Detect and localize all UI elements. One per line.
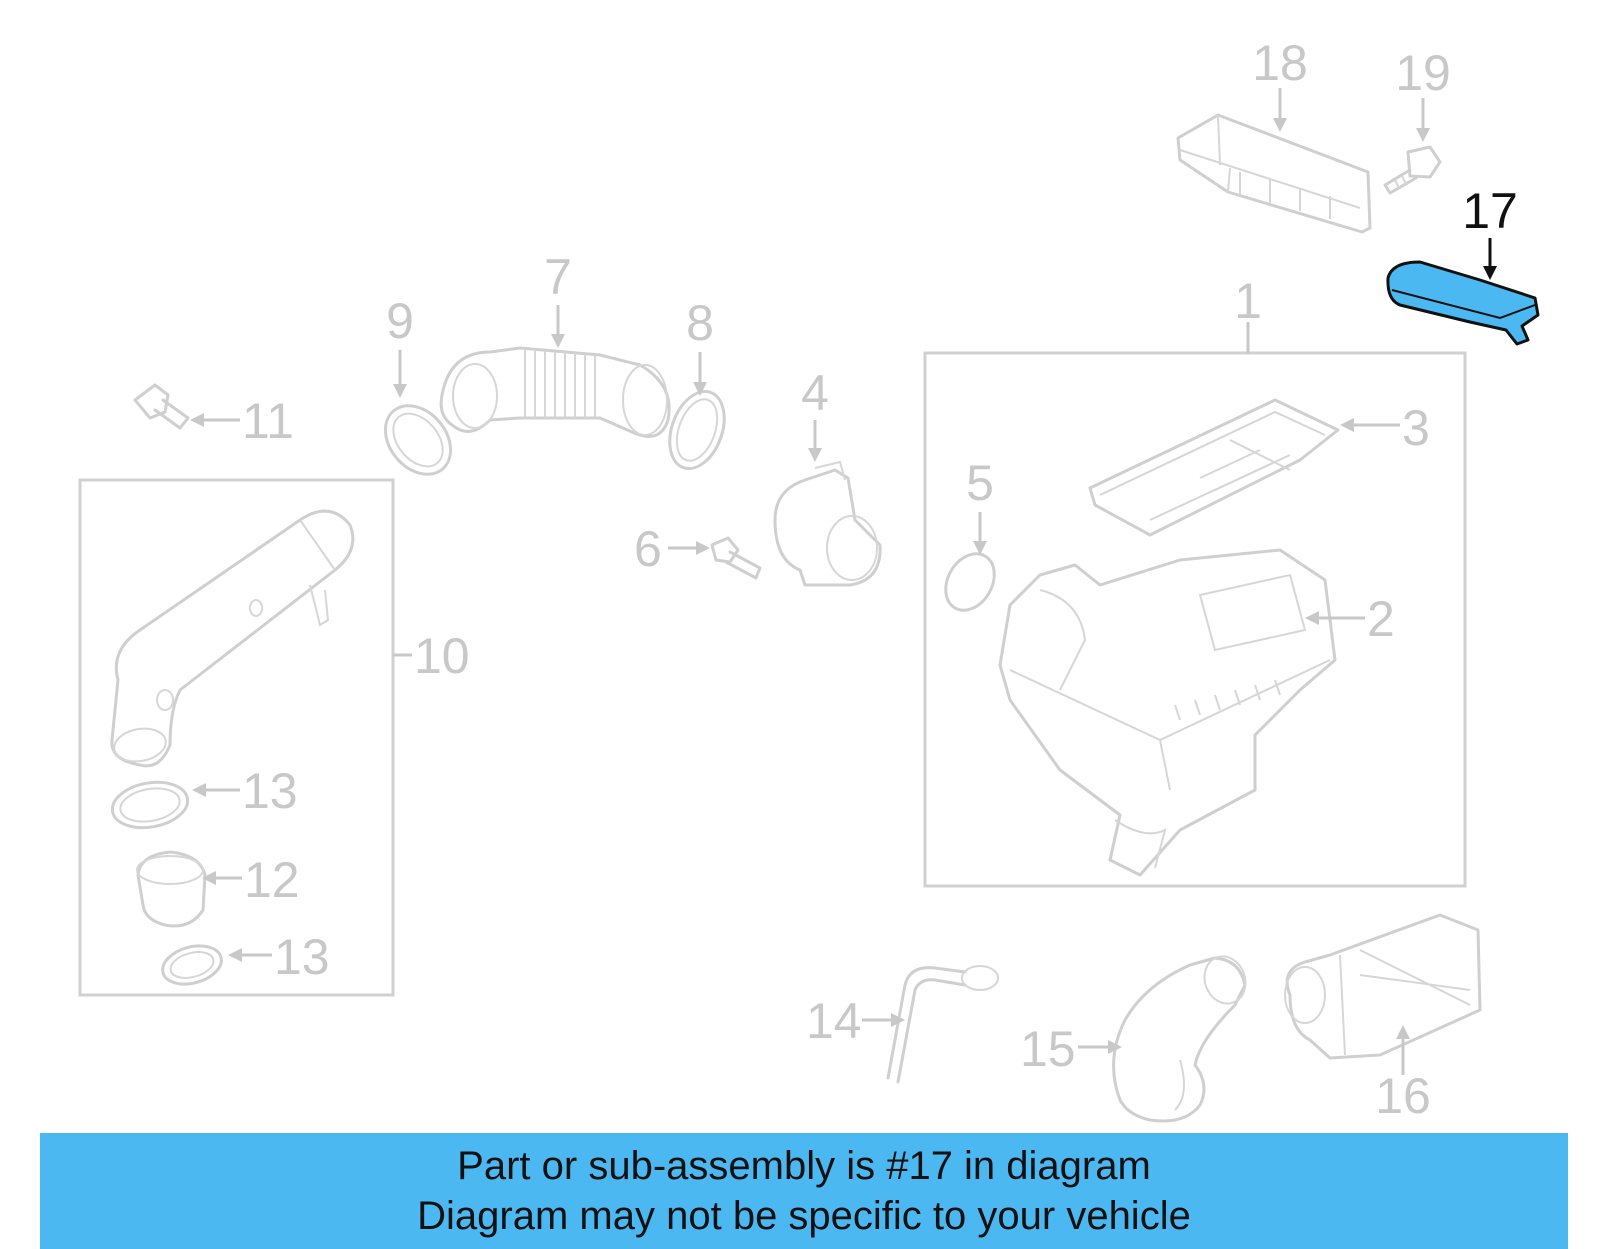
callout-10: 10 bbox=[414, 628, 470, 684]
callout-13a: 13 bbox=[242, 763, 298, 819]
callout-14: 14 bbox=[806, 993, 862, 1049]
part-2-airbox[interactable] bbox=[998, 548, 1337, 877]
part-5-oring[interactable] bbox=[936, 545, 1004, 619]
callout-3: 3 bbox=[1402, 400, 1430, 456]
callout-13b: 13 bbox=[274, 929, 330, 985]
banner-line-1: Part or sub-assembly is #17 in diagram bbox=[457, 1144, 1151, 1188]
callout-8: 8 bbox=[686, 295, 714, 351]
part-11-bolt[interactable] bbox=[133, 383, 190, 430]
part-4-maf-sensor[interactable] bbox=[773, 460, 882, 587]
part-10-intake-tube[interactable] bbox=[110, 509, 355, 768]
callout-4: 4 bbox=[801, 365, 829, 421]
part-19-bolt[interactable] bbox=[1383, 145, 1442, 195]
part-17-highlighted[interactable] bbox=[1386, 260, 1540, 346]
part-14-tube[interactable] bbox=[886, 965, 999, 1084]
part-9-clamp[interactable] bbox=[372, 393, 464, 487]
callout-11: 11 bbox=[242, 393, 294, 449]
part-13b-clamp[interactable] bbox=[158, 940, 225, 990]
callout-19: 19 bbox=[1395, 45, 1451, 101]
part-18-cover[interactable] bbox=[1176, 113, 1372, 234]
callout-16: 16 bbox=[1375, 1068, 1431, 1124]
part-13a-clamp[interactable] bbox=[109, 777, 191, 834]
callout-12: 12 bbox=[244, 852, 300, 908]
info-banner: Part or sub-assembly is #17 in diagram D… bbox=[40, 1133, 1568, 1249]
callout-15: 15 bbox=[1020, 1021, 1076, 1077]
callout-2: 2 bbox=[1367, 591, 1395, 647]
assembly-1-box bbox=[923, 351, 1467, 888]
assembly-10-box bbox=[78, 478, 395, 997]
callout-6: 6 bbox=[634, 521, 662, 577]
part-16-resonator[interactable] bbox=[1284, 913, 1482, 1060]
part-8-clamp[interactable] bbox=[660, 384, 734, 476]
callout-9: 9 bbox=[386, 293, 414, 349]
part-12-coupler[interactable] bbox=[136, 850, 207, 928]
callout-17: 17 bbox=[1462, 183, 1518, 239]
callout-7: 7 bbox=[544, 249, 572, 305]
part-3-filter[interactable] bbox=[1088, 398, 1340, 537]
banner-line-2: Diagram may not be specific to your vehi… bbox=[417, 1194, 1191, 1238]
callout-1: 1 bbox=[1234, 273, 1262, 329]
part-6-screw[interactable] bbox=[710, 536, 762, 580]
part-15-elbow-duct[interactable] bbox=[1112, 951, 1252, 1123]
callout-5: 5 bbox=[966, 455, 994, 511]
part-7-intake-hose[interactable] bbox=[439, 346, 671, 438]
callout-18: 18 bbox=[1252, 35, 1308, 91]
